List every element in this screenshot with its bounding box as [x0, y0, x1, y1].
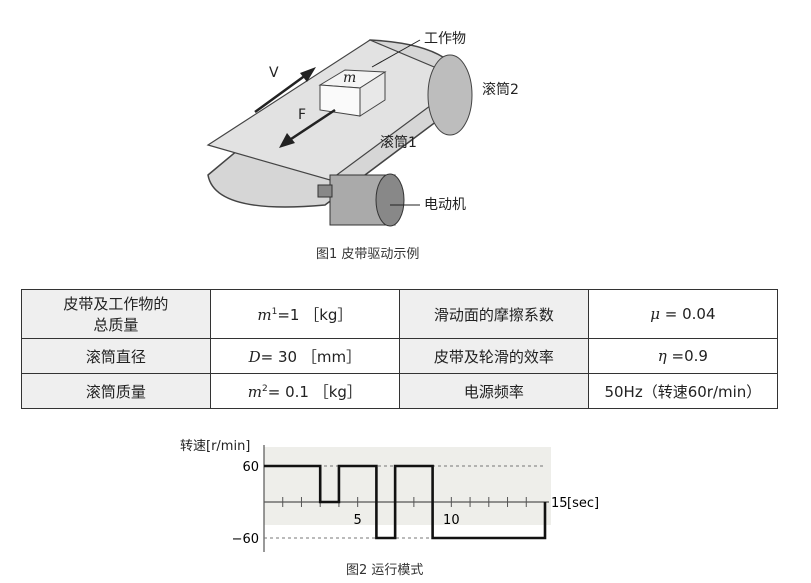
param-value: 50Hz（转速60r/min） [587, 373, 779, 409]
leader-line [371, 39, 421, 68]
subscript: 2 [262, 383, 268, 394]
figure2-caption: 图2 运行模式 [346, 563, 424, 578]
symbol: m [247, 382, 263, 401]
param-value: m1=1 ［kg］ [209, 289, 400, 339]
x-tick-label: 5 [354, 513, 362, 528]
param-value: μ = 0.04 [587, 289, 779, 339]
roller1-label: 滚筒1 [380, 135, 417, 151]
speed-series-line [264, 464, 547, 540]
symbol: D [248, 347, 261, 366]
v-arrow [254, 67, 316, 114]
motor [317, 173, 405, 227]
roller2-label: 滚筒2 [482, 82, 519, 98]
y-tick-label: 60 [242, 460, 259, 475]
work-label: 工作物 [424, 31, 466, 47]
figure1-caption: 图1 皮带驱动示例 [316, 247, 420, 262]
f-label: F [298, 107, 307, 123]
symbol: m [257, 305, 272, 324]
belt-drive-diagram [206, 39, 473, 227]
param-label: 皮带及工作物的 总质量 [21, 289, 211, 339]
value: = 0.04 [659, 305, 716, 323]
f-arrow [279, 108, 336, 148]
value: =1 ［kg］ [277, 305, 353, 324]
v-label: V [269, 65, 279, 81]
motor-label: 电动机 [424, 197, 466, 213]
symbol: η [657, 347, 667, 365]
plot-area [264, 447, 551, 525]
x-tick-label: 15 [551, 496, 568, 511]
param-label: 滚筒质量 [21, 373, 211, 409]
mass-label: m [343, 70, 357, 86]
param-value: η =0.9 [587, 338, 779, 374]
y-axis-label: 转速[r/min] [180, 439, 251, 454]
work-block [318, 69, 387, 117]
symbol: μ [650, 305, 660, 323]
x-axis-label: [sec] [567, 496, 599, 511]
x-tick-label: 10 [443, 513, 460, 528]
param-label: 滑动面的摩擦系数 [398, 289, 589, 339]
subscript: 1 [271, 306, 278, 317]
param-value: m2= 0.1 ［kg］ [209, 373, 400, 409]
param-label: 滚筒直径 [21, 338, 211, 374]
value: = 0.1 ［kg］ [267, 382, 362, 401]
param-label: 电源频率 [398, 373, 589, 409]
y-tick-label: −60 [232, 532, 259, 547]
value: =0.9 [666, 347, 708, 365]
value: = 30 ［mm］ [260, 347, 362, 366]
value: 50Hz（转速60r/min） [604, 382, 762, 401]
